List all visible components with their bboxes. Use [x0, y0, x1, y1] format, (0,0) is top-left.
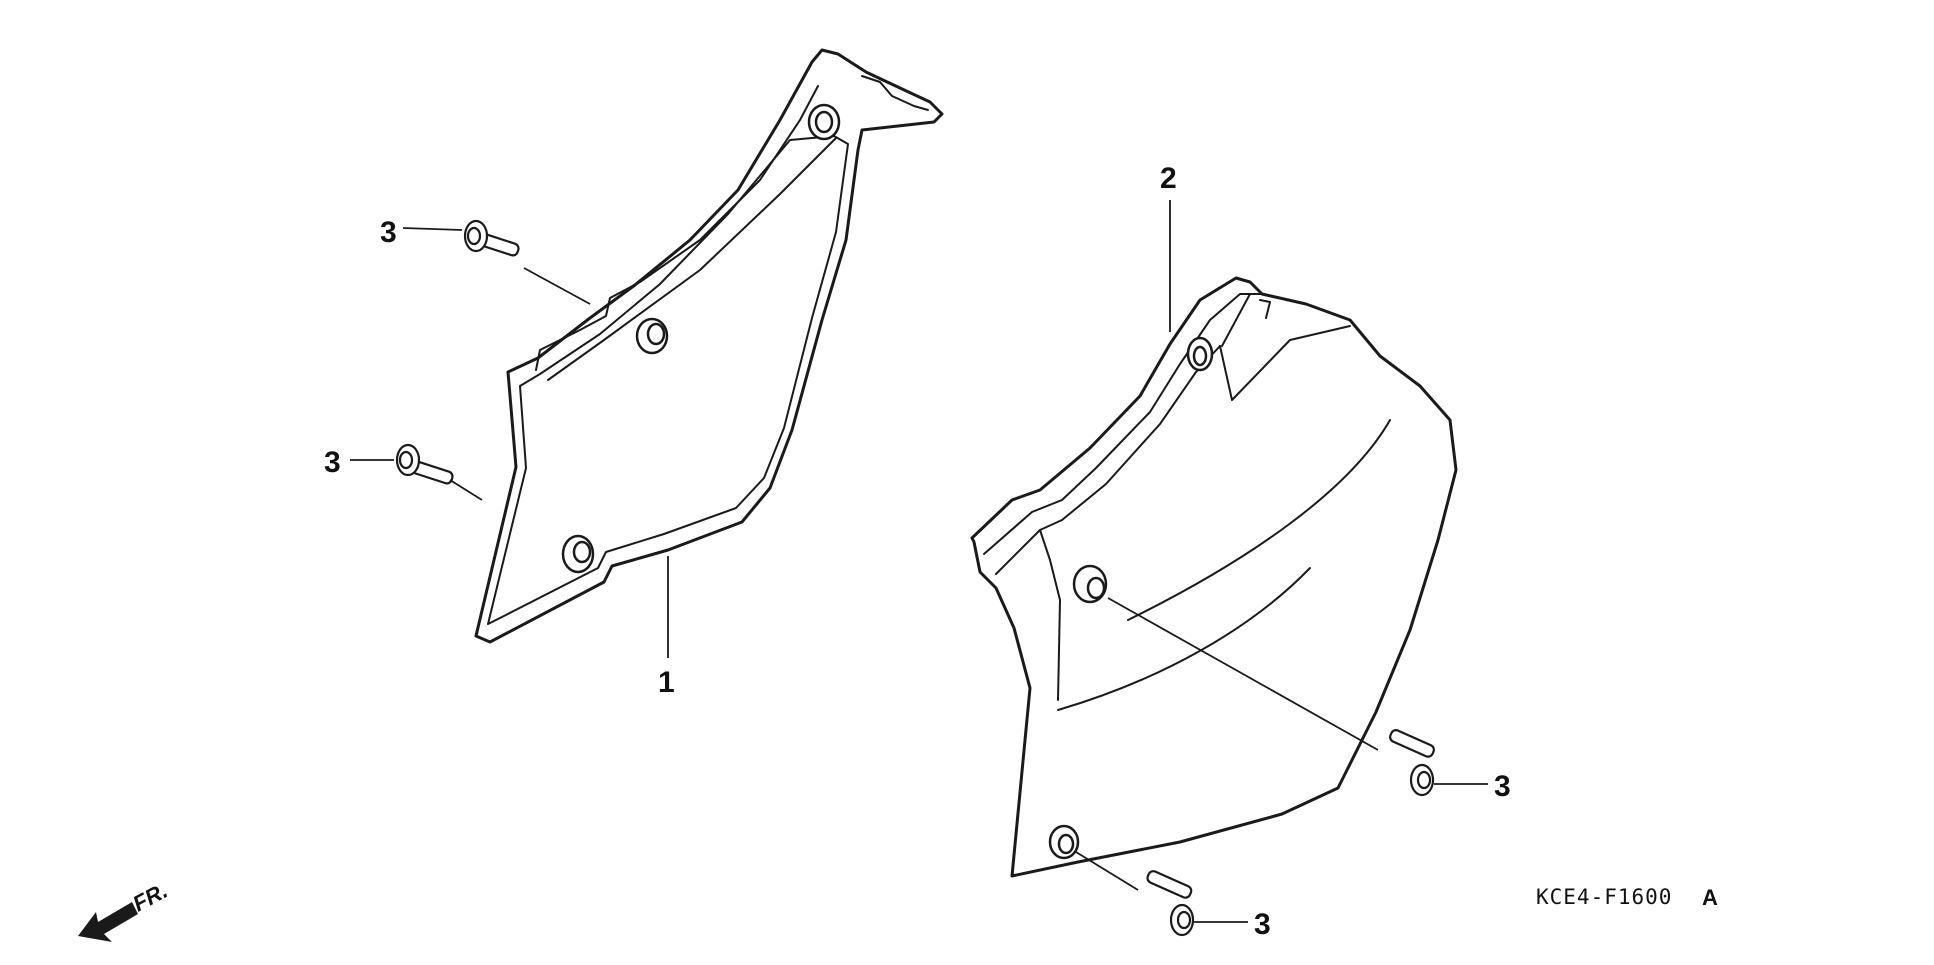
left-cover-flange-crease: [547, 137, 837, 381]
right-cover-contour-lower: [1057, 567, 1311, 711]
callout-part-2: 2: [1160, 162, 1177, 195]
bolt-left-lower: [395, 443, 454, 485]
callout-bolt-left-upper: 3: [380, 216, 397, 249]
drawing-code-suffix: A: [1702, 885, 1718, 910]
axis-bolt-left-upper: [523, 267, 591, 305]
left-cover-tab: [861, 75, 929, 111]
left-cover-flange: [535, 85, 819, 371]
callout-bolt-right-lower: 3: [1254, 908, 1271, 941]
leader-bolt-left-upper: [402, 227, 463, 231]
bolt-right-upper: [1389, 729, 1435, 797]
axis-bolt-right-lower: [1075, 851, 1139, 891]
left-cover-hole-middle: [635, 317, 669, 355]
left-side-cover: [474, 48, 944, 644]
right-side-cover: [970, 276, 1458, 878]
axis-bolt-right-upper: [1107, 597, 1379, 751]
right-cover-inner-edge: [1039, 529, 1061, 701]
drawing-code: KCE4-F1600: [1536, 885, 1672, 909]
right-cover-tab: [1219, 325, 1351, 401]
callout-bolt-right-upper: 3: [1494, 770, 1511, 803]
front-arrow-icon: [78, 902, 138, 942]
callout-part-1: 1: [658, 666, 675, 699]
left-cover-hole-top: [807, 103, 841, 141]
right-cover-hole-middle: [1072, 564, 1108, 604]
callout-bolt-left-lower: 3: [324, 446, 341, 479]
left-cover-inner-edge: [487, 135, 849, 625]
right-cover-flange: [983, 293, 1263, 555]
left-cover-outline: [474, 48, 944, 644]
right-cover-tab-edge: [1221, 293, 1271, 347]
front-direction-indicator: FR.: [78, 878, 172, 942]
axis-bolt-left-lower: [449, 479, 483, 501]
right-cover-outline: [970, 276, 1458, 878]
right-cover-hole-top: [1186, 336, 1214, 372]
right-cover-contour-upper: [1127, 419, 1391, 621]
left-cover-hole-bottom: [561, 534, 595, 574]
bolt-right-lower: [1146, 870, 1195, 937]
right-cover-hole-bottom: [1048, 824, 1080, 860]
bolt-left-upper: [463, 219, 520, 257]
